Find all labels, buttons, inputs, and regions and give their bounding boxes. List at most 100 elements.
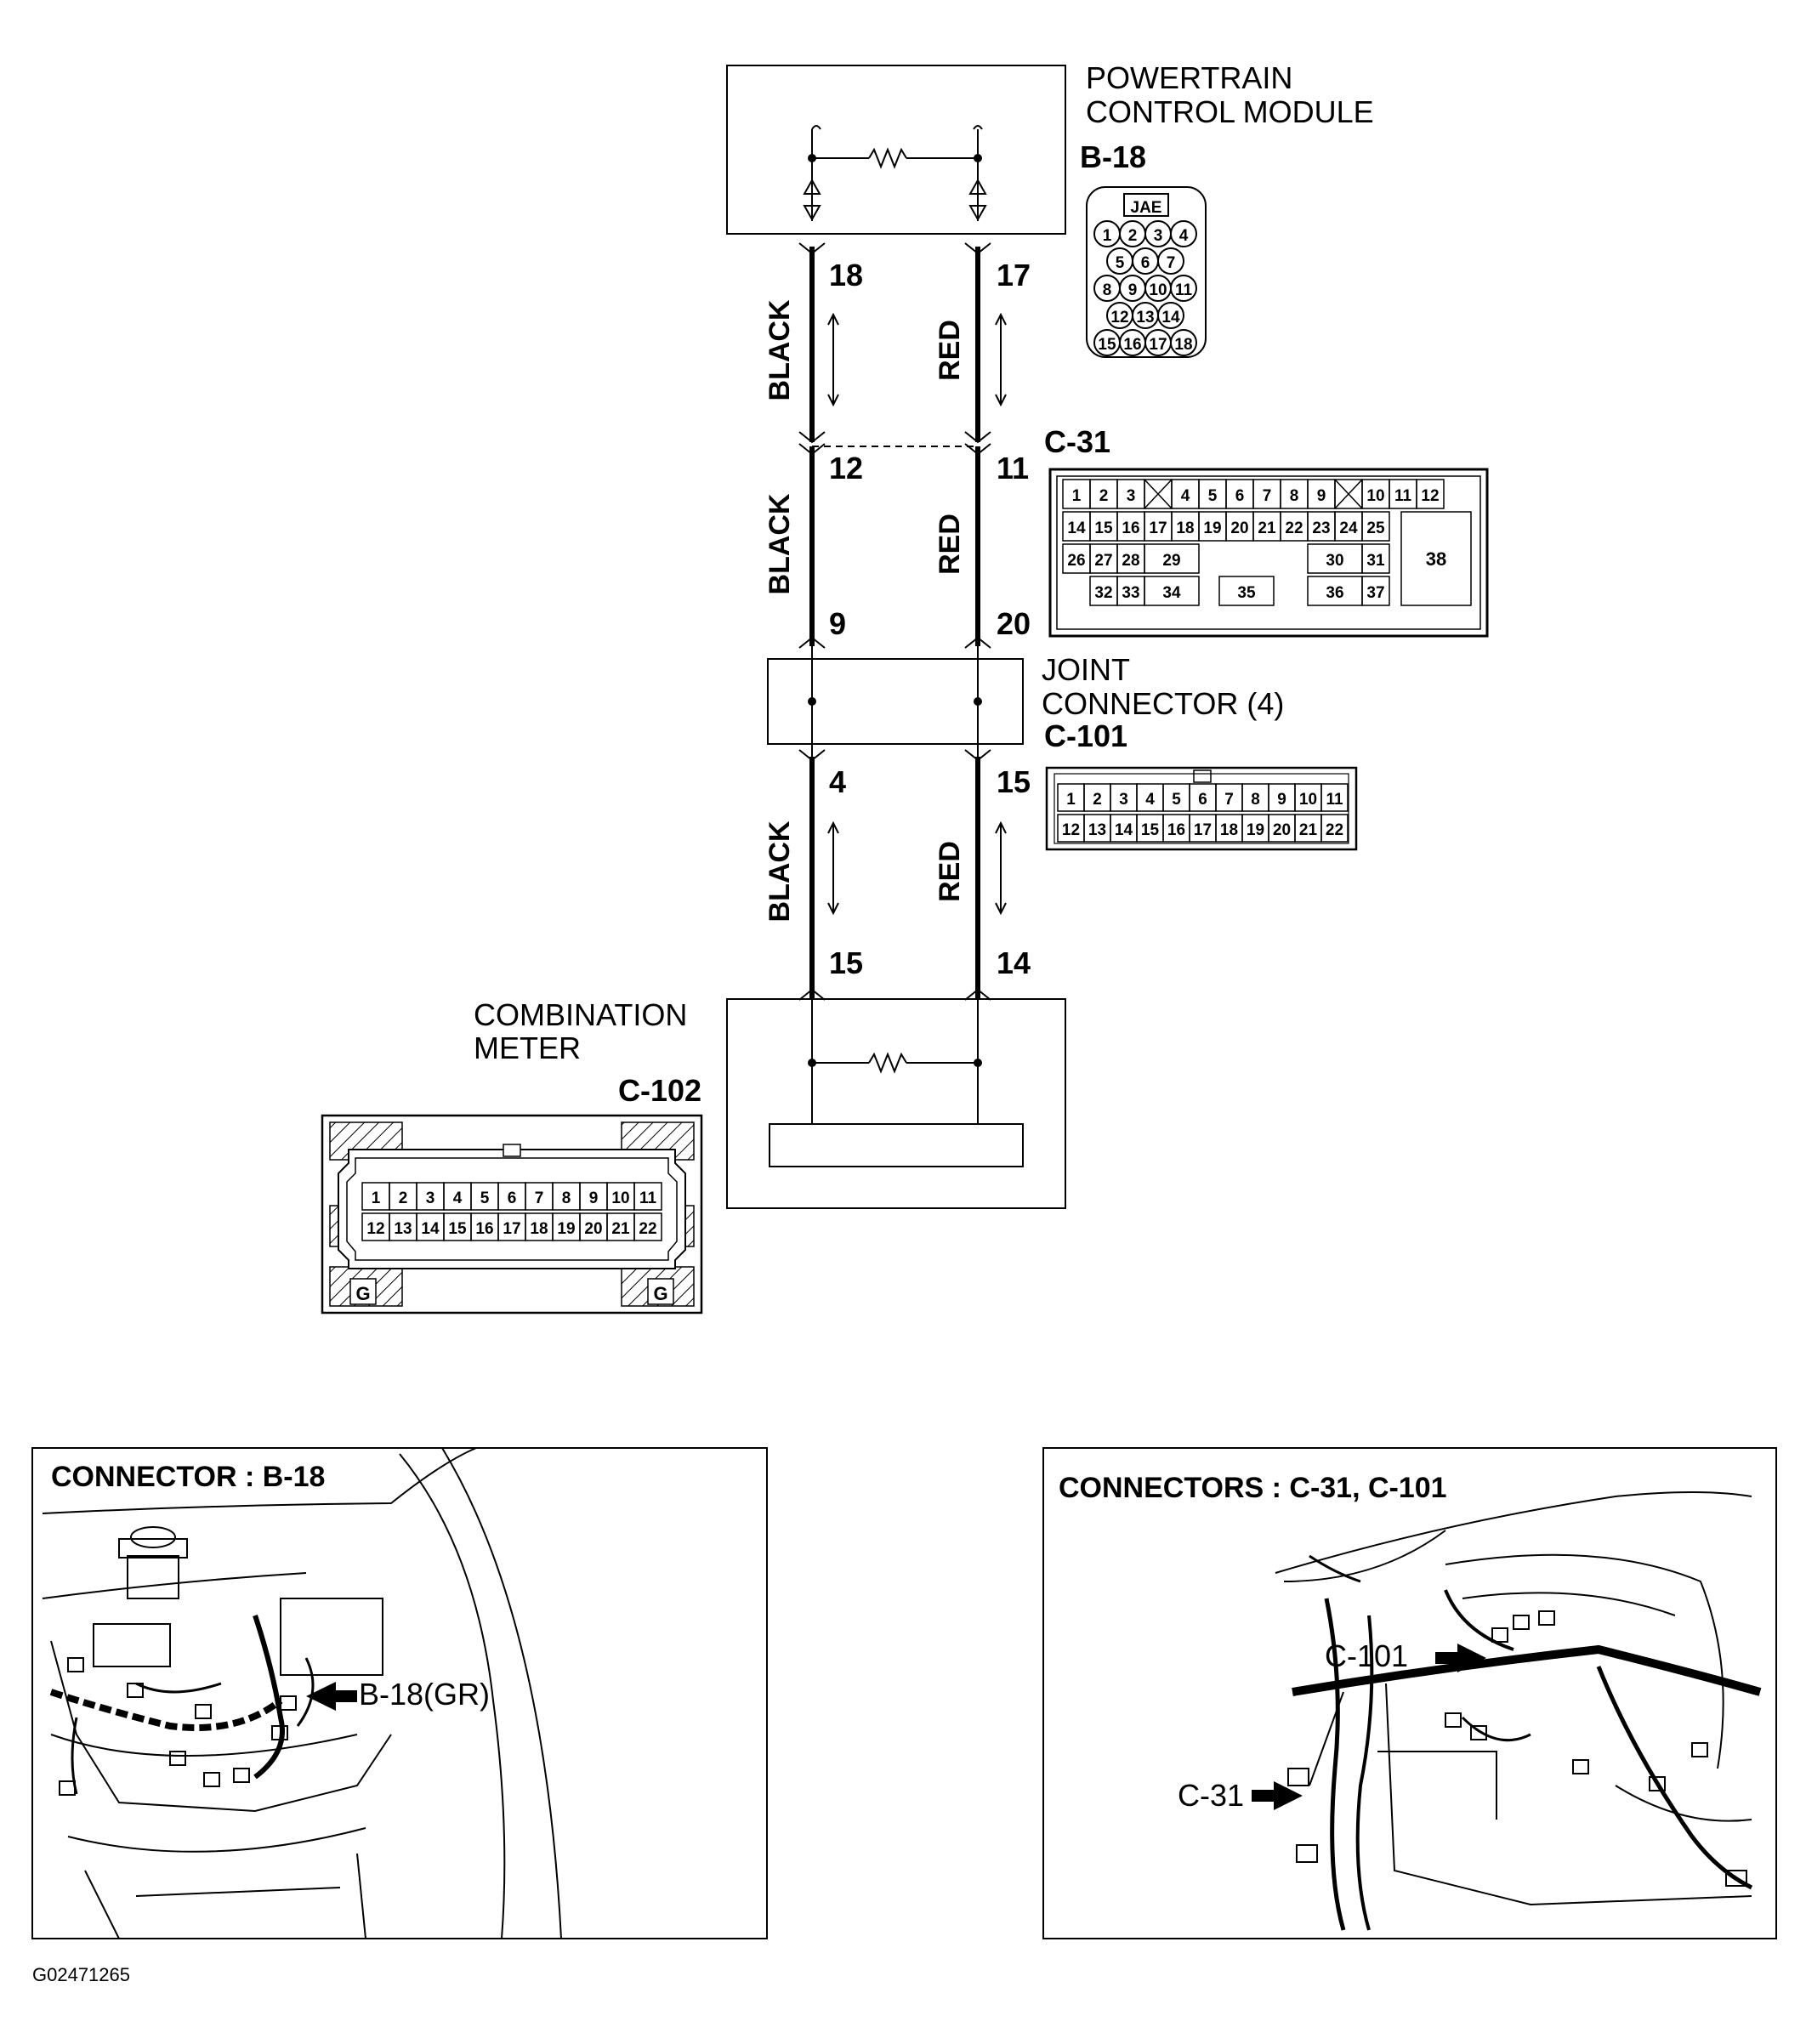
pcm-pin-left: 18	[829, 258, 863, 292]
pin-blank-cross	[1334, 479, 1363, 509]
pin-number: 19	[557, 1220, 575, 1238]
wire-color-black-3: BLACK	[764, 820, 796, 922]
pin-cell	[1361, 511, 1390, 542]
joint-title-line1: JOINT	[1042, 652, 1130, 687]
pin-number: 24	[1339, 520, 1358, 537]
panel-b18-location: B-18(GR) CONNECTOR : B-18	[31, 1447, 768, 1939]
pin-number: 5	[480, 1189, 490, 1207]
pin-number: 16	[475, 1220, 493, 1238]
pin-number: 7	[535, 1189, 544, 1207]
pin-number: 3	[1127, 487, 1136, 505]
panel-c31-c101-location: C-101 C-31 CONNECTORS : C-31, C-101	[1042, 1447, 1777, 1939]
pin-number: 28	[1122, 552, 1139, 570]
pin-number: 6	[1235, 487, 1245, 505]
pin-number: 10	[1149, 281, 1167, 299]
panel-left-title: CONNECTOR : B-18	[51, 1461, 325, 1493]
pin-number: 21	[1299, 821, 1318, 839]
pin-number: 32	[1094, 584, 1112, 602]
pin-cell	[1170, 220, 1197, 247]
pin-number: 21	[611, 1220, 630, 1238]
pin-cell	[1218, 576, 1275, 606]
pin-number: 36	[1326, 584, 1343, 602]
pin-number: 16	[1122, 520, 1139, 537]
pin-number: 16	[1123, 336, 1141, 354]
c31-connector-label: C-31	[1044, 424, 1110, 459]
pin-number: 16	[1167, 821, 1185, 839]
pin-number: 5	[1116, 254, 1125, 272]
pin-number: 26	[1067, 552, 1085, 570]
pin-number: 9	[1317, 487, 1326, 505]
meter-pin-left: 15	[829, 945, 863, 980]
pin-number: 34	[1162, 584, 1181, 602]
engine-bay-illustration	[42, 1447, 562, 1939]
pin-number: 5	[1208, 487, 1218, 505]
pin-number: 22	[639, 1220, 656, 1238]
pin-cell	[1144, 576, 1200, 606]
meter-title-line1: COMBINATION	[474, 997, 687, 1032]
c31-pin-right-top: 11	[997, 451, 1029, 485]
pin-cell	[1157, 247, 1184, 275]
pin-number: 3	[1154, 227, 1163, 245]
pin-number: 6	[1198, 791, 1207, 809]
pin-number: 17	[1194, 821, 1212, 839]
pin-number: 18	[1220, 821, 1238, 839]
pin-number: 20	[584, 1220, 602, 1238]
pin-cell	[633, 1212, 662, 1241]
meter-pin-right: 14	[997, 945, 1031, 980]
pin-number: 13	[1136, 309, 1154, 326]
b18-maker-label: JAE	[1131, 199, 1162, 217]
pin-number: 12	[1421, 487, 1439, 505]
wire-segment-2	[798, 443, 991, 649]
wire-color-red-2: RED	[934, 514, 966, 575]
pin-number: 2	[399, 1189, 408, 1207]
pin-cell	[1400, 511, 1472, 606]
figure-id: G02471265	[32, 1964, 130, 1985]
pin-number: 20	[1273, 821, 1291, 839]
pin-number: 10	[1299, 791, 1317, 809]
meter-title-line2: METER	[474, 1031, 581, 1065]
b18-callout: B-18(GR)	[359, 1677, 490, 1712]
meter-resistor-icon	[868, 1052, 907, 1074]
c101-pin-right-in: 20	[997, 606, 1031, 641]
pin-number: 20	[1230, 520, 1248, 537]
pin-number: 9	[1128, 281, 1138, 299]
pin-number: 1	[372, 1189, 381, 1207]
pin-number: 11	[1326, 791, 1343, 809]
c101-pin-left-out: 4	[829, 764, 846, 799]
pin-number: 21	[1258, 520, 1276, 537]
pin-number: 15	[1094, 520, 1113, 537]
pcm-resistor-icon	[868, 147, 907, 169]
pin-number: 18	[1176, 520, 1194, 537]
pin-number: 37	[1366, 584, 1384, 602]
pin-number: 17	[503, 1220, 520, 1238]
pin-number: 35	[1237, 584, 1256, 602]
c102-ground-right: G	[653, 1283, 667, 1304]
pin-number: 17	[1149, 336, 1167, 354]
pin-number: 14	[1161, 309, 1180, 326]
c101-pin-right-out: 15	[997, 764, 1031, 799]
dash-harness	[1287, 1554, 1762, 1931]
pin-cell	[1320, 814, 1349, 843]
pcm-box	[726, 65, 1066, 235]
pin-cell	[1157, 302, 1184, 329]
pin-number: 8	[1251, 791, 1260, 809]
pin-number: 3	[1119, 791, 1128, 809]
pin-number: 22	[1285, 520, 1303, 537]
pin-number: 4	[1179, 227, 1189, 245]
pin-blank-cross	[1144, 479, 1173, 509]
pin-number: 22	[1326, 821, 1343, 839]
c101-callout: C-101	[1325, 1638, 1408, 1673]
pin-number: 12	[366, 1220, 384, 1238]
pin-cell	[633, 1182, 662, 1211]
pin-number: 1	[1066, 791, 1076, 809]
pin-number: 25	[1366, 520, 1385, 537]
c31-pin-left-top: 12	[829, 451, 863, 485]
b18-connector-label: B-18	[1080, 139, 1146, 174]
pin-number: 18	[530, 1220, 548, 1238]
pin-cell	[1144, 543, 1200, 574]
pin-number: 14	[421, 1220, 440, 1238]
pin-number: 3	[426, 1189, 435, 1207]
pin-number: 19	[1247, 821, 1264, 839]
